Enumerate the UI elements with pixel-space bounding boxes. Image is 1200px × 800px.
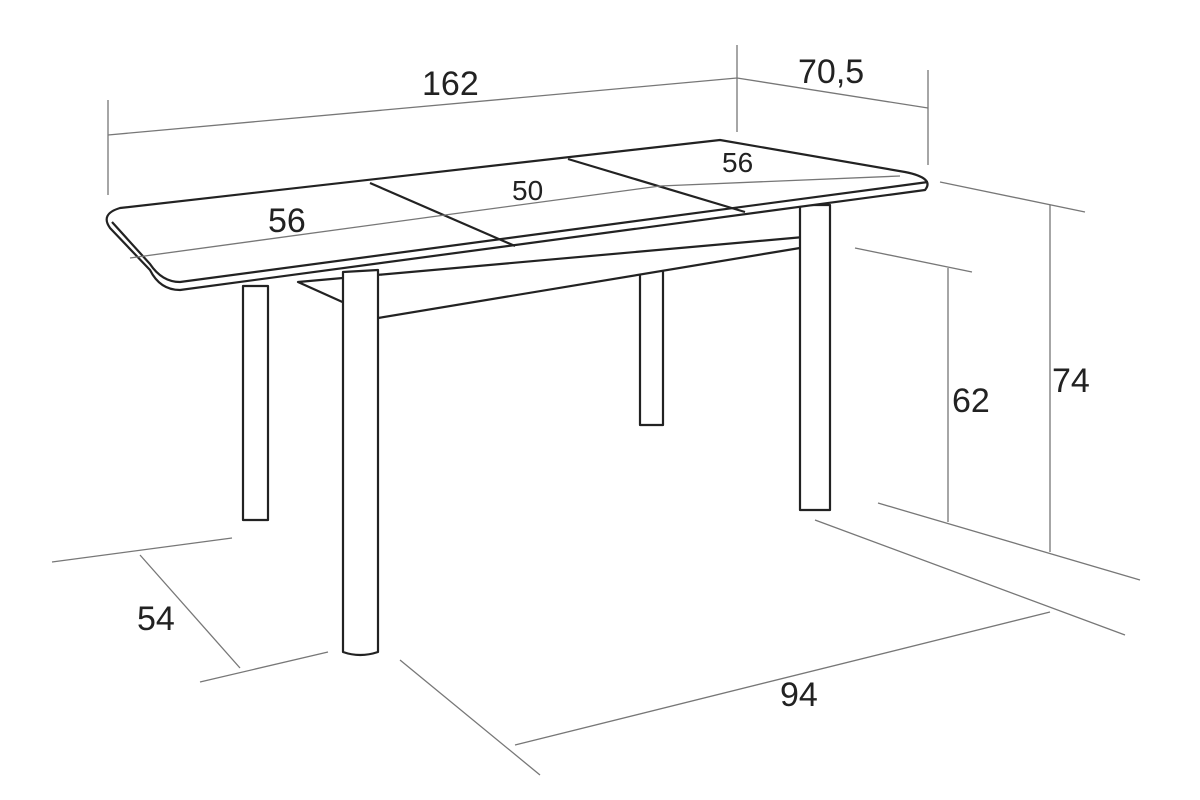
leg-front-left bbox=[341, 268, 380, 657]
label-leg-span-length: 94 bbox=[780, 676, 818, 714]
ext-94-right bbox=[814, 519, 1126, 636]
dimension-lines bbox=[51, 45, 1141, 776]
label-leg-span-depth: 54 bbox=[137, 600, 175, 638]
ext-54-top bbox=[51, 537, 233, 563]
dim-line-70-5 bbox=[736, 77, 929, 109]
label-total-height: 74 bbox=[1052, 362, 1090, 400]
dim-line-54 bbox=[139, 554, 241, 669]
table-top-outline bbox=[105, 138, 929, 292]
dim-line-94 bbox=[514, 611, 1051, 746]
table-top bbox=[105, 138, 929, 292]
panel-seam-right bbox=[567, 157, 746, 214]
ext-62-top bbox=[854, 247, 973, 273]
leg-back-left bbox=[241, 284, 270, 522]
ext-94-left bbox=[399, 659, 541, 776]
leg-back-right bbox=[638, 266, 665, 427]
leg-front-right bbox=[798, 203, 832, 512]
ext-54-bottom bbox=[199, 651, 329, 683]
label-clearance-height: 62 bbox=[952, 382, 990, 420]
ext-74-bottom bbox=[877, 502, 1141, 581]
dim-line-162 bbox=[107, 77, 738, 136]
panel-seam-left bbox=[369, 181, 516, 248]
label-panel-right: 56 bbox=[722, 147, 753, 178]
label-panel-middle: 50 bbox=[512, 175, 543, 206]
panel-middle-centerline bbox=[444, 185, 661, 216]
table-top-edge bbox=[111, 180, 929, 284]
label-panel-left: 56 bbox=[268, 202, 306, 240]
label-total-length: 162 bbox=[422, 65, 479, 103]
panel-right-centerline bbox=[659, 175, 901, 187]
label-depth: 70,5 bbox=[798, 53, 864, 91]
panel-left-centerline bbox=[129, 214, 446, 259]
ext-74-top bbox=[939, 181, 1086, 213]
